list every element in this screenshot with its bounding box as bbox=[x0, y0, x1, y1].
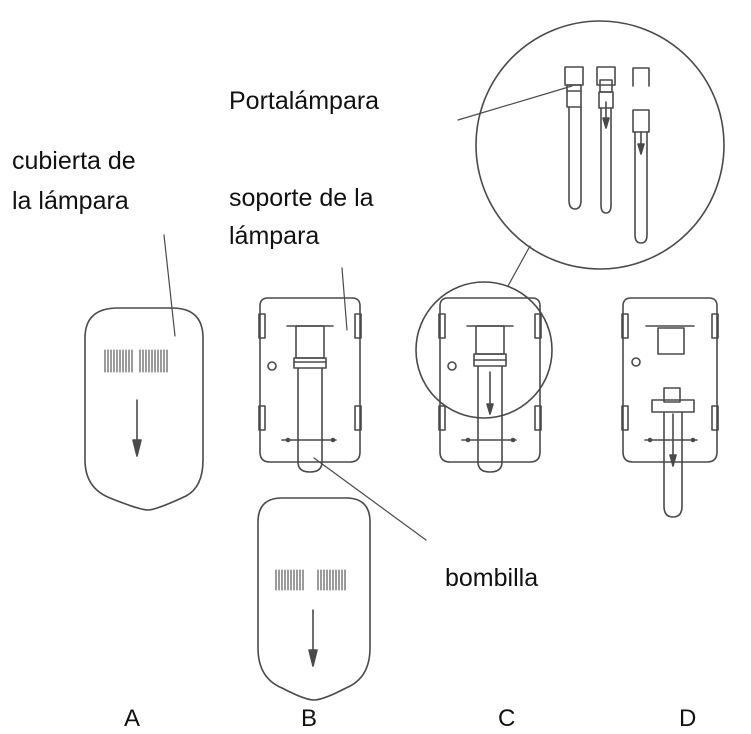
step-label-a: A bbox=[124, 705, 141, 732]
leader-support bbox=[341, 267, 348, 331]
panel-b-removed-cover bbox=[257, 497, 371, 701]
cover-grip-marks bbox=[104, 349, 168, 373]
label-lamp-cover-line2: la lámpara bbox=[12, 187, 129, 215]
step-label-d: D bbox=[679, 705, 697, 732]
leader-bulb bbox=[313, 457, 427, 541]
step-label-b: B bbox=[301, 705, 318, 732]
zoom-circle-small bbox=[415, 281, 553, 419]
bulb-b bbox=[297, 367, 323, 473]
label-lamp-cover-line1: cubierta de bbox=[12, 147, 136, 175]
step-label-c: C bbox=[498, 705, 516, 732]
label-bulb: bombilla bbox=[445, 564, 539, 592]
zoom-detail bbox=[457, 20, 725, 270]
leader-cover bbox=[163, 234, 176, 337]
panel-a-lamp-cover bbox=[84, 307, 204, 511]
leader-holder bbox=[457, 85, 573, 121]
zoom-connector bbox=[507, 245, 531, 287]
zoom-circle-large bbox=[475, 20, 725, 270]
panel-d-lamp-support bbox=[621, 297, 719, 518]
panel-c-lamp-support bbox=[415, 281, 553, 473]
label-lamp-support-line1: soporte de la bbox=[229, 184, 374, 212]
label-lamp-support-line2: lámpara bbox=[229, 222, 320, 250]
label-portalampara: Portalámpara bbox=[229, 87, 380, 115]
panel-b-lamp-support bbox=[258, 297, 362, 473]
slide-down-arrow bbox=[132, 399, 142, 457]
